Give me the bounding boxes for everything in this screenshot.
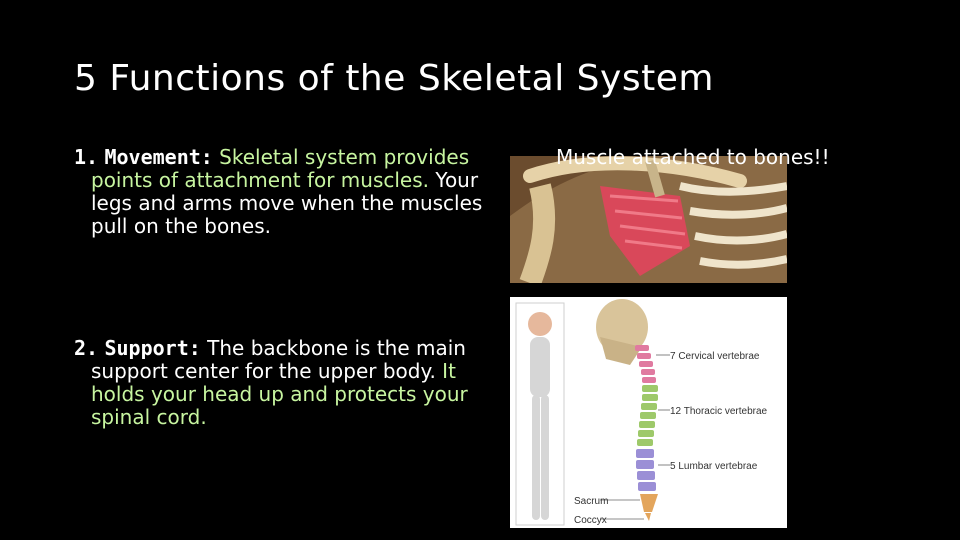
- point-number: 1.: [74, 145, 99, 169]
- point-keyword: Support:: [104, 336, 201, 360]
- spine-diagram-image: 7 Cervical vertebrae 12 Thoracic vertebr…: [510, 297, 787, 528]
- point-text-highlight: Skeletal system provides points of attac…: [91, 145, 470, 192]
- label-cervical: 7 Cervical vertebrae: [670, 351, 760, 362]
- point-number: 2.: [74, 336, 99, 360]
- label-thoracic: 12 Thoracic vertebrae: [670, 406, 768, 417]
- label-sacrum: Sacrum: [574, 496, 608, 507]
- point-text: The backbone is the main support center …: [91, 336, 466, 383]
- point-text-highlight: It holds your head up and protects your …: [91, 359, 468, 429]
- shoulder-muscle-image: [510, 156, 787, 283]
- point-movement: 1. Movement: Skeletal system provides po…: [74, 146, 511, 238]
- point-text: Your legs and arms move when the muscles…: [91, 168, 483, 238]
- slide-title: 5 Functions of the Skeletal System: [74, 58, 714, 99]
- point-support: 2. Support: The backbone is the main sup…: [74, 337, 511, 429]
- point-keyword: Movement:: [104, 145, 213, 169]
- label-lumbar: 5 Lumbar vertebrae: [670, 461, 758, 472]
- label-coccyx: Coccyx: [574, 515, 607, 526]
- image-caption: Muscle attached to bones!!: [556, 145, 830, 169]
